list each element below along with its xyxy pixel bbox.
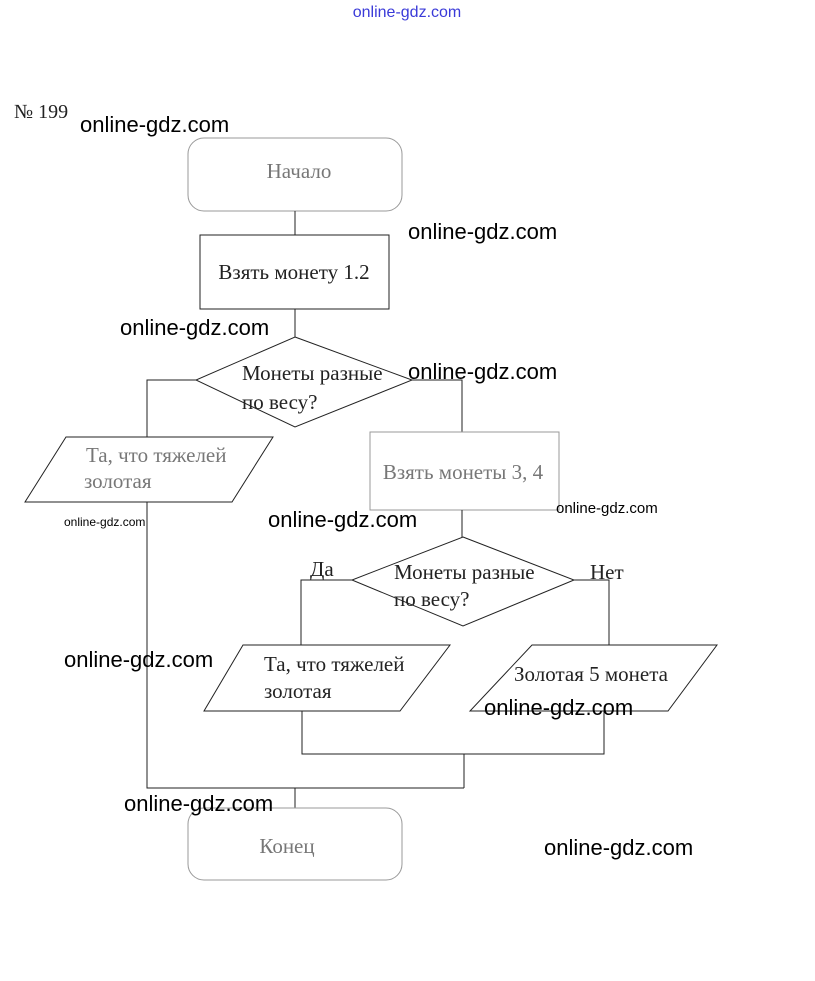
- watermark: online-gdz.com: [268, 507, 417, 532]
- connector: [412, 379, 463, 432]
- output-2-line1: Та, что тяжелей: [264, 652, 405, 676]
- yes-label: Да: [310, 557, 334, 581]
- connector: [300, 579, 352, 645]
- decision-1-line1: Монеты разные: [242, 361, 383, 385]
- watermark: online-gdz.com: [124, 791, 273, 816]
- watermark: online-gdz.com: [80, 112, 229, 137]
- watermark: online-gdz.com: [120, 315, 269, 340]
- watermark: online-gdz.com: [556, 500, 658, 517]
- process-take-coins-3-4: [369, 431, 560, 511]
- connector: [574, 579, 610, 645]
- output-3: [468, 644, 718, 712]
- connector: [146, 502, 464, 789]
- output-2: [203, 644, 452, 712]
- watermark: online-gdz.com: [408, 359, 557, 384]
- watermark: online-gdz.com: [408, 219, 557, 244]
- process-label: Взять монету 1.2: [218, 260, 369, 284]
- decision-1: [194, 336, 414, 428]
- output-1-line1: Та, что тяжелей: [86, 443, 227, 467]
- decision-2-line1: Монеты разные: [394, 560, 535, 584]
- process-label: Взять монеты 3, 4: [383, 460, 544, 484]
- decision-2: [350, 536, 576, 627]
- header-watermark: online-gdz.com: [353, 4, 462, 21]
- decision-2-line2: по весу?: [394, 587, 470, 611]
- connector: [301, 711, 605, 755]
- output-3-label: Золотая 5 монета: [514, 662, 669, 686]
- end-terminal: [187, 807, 403, 881]
- watermark: online-gdz.com: [484, 695, 633, 720]
- output-2-line2: золотая: [264, 679, 332, 703]
- start-label: Начало: [267, 159, 332, 183]
- watermark: online-gdz.com: [64, 515, 145, 529]
- watermark: online-gdz.com: [64, 647, 213, 672]
- connector: [146, 379, 196, 437]
- watermark: online-gdz.com: [544, 835, 693, 860]
- decision-1-line2: по весу?: [242, 390, 318, 414]
- output-1-line2: золотая: [84, 469, 152, 493]
- end-label: Конец: [259, 834, 314, 858]
- problem-number: № 199: [14, 101, 68, 123]
- output-1: [24, 436, 274, 503]
